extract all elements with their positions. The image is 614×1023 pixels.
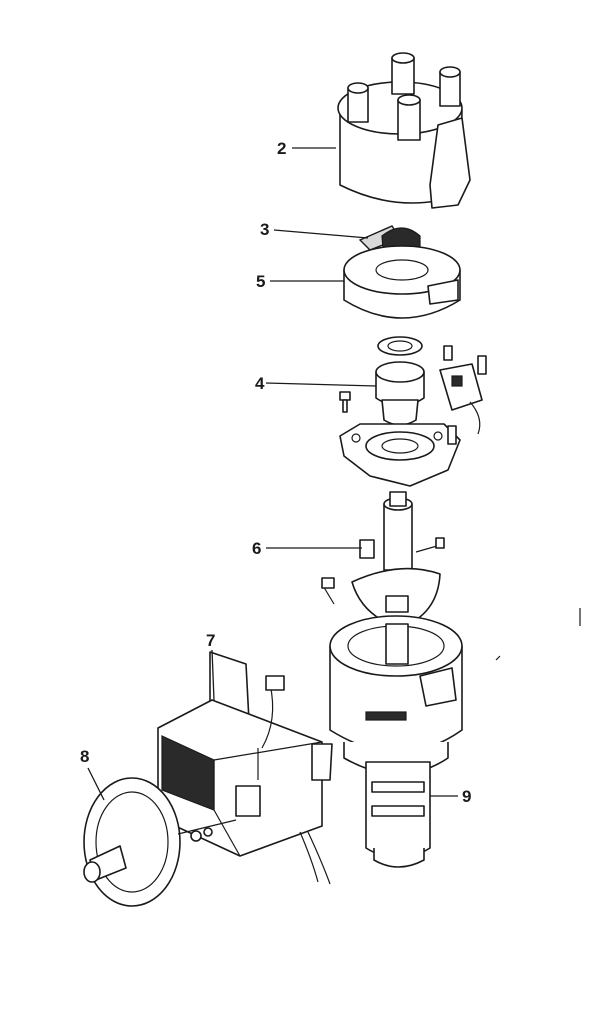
vacuum-housing	[157, 651, 333, 885]
base-plate	[339, 423, 461, 487]
screw-left	[339, 391, 351, 413]
callout-6: 6	[252, 539, 262, 558]
distributor-shaft	[383, 491, 413, 571]
distributor-cap	[337, 52, 471, 209]
advance-weights	[321, 567, 441, 629]
leader-lines	[87, 147, 458, 801]
dust-cover	[343, 245, 461, 319]
callout-7: 7	[206, 631, 216, 650]
callout-3: 3	[260, 220, 270, 239]
cam-bush	[375, 336, 425, 426]
pin-set	[359, 537, 445, 559]
callout-4: 4	[255, 374, 265, 393]
callout-2: 2	[277, 139, 287, 158]
pickup-module	[439, 345, 487, 435]
vacuum-diaphragm	[83, 777, 237, 907]
stray-mark	[495, 655, 501, 661]
callout-9: 9	[462, 787, 472, 806]
callout-5: 5	[256, 272, 266, 291]
callout-8: 8	[80, 747, 90, 766]
distributor-body	[329, 615, 463, 868]
